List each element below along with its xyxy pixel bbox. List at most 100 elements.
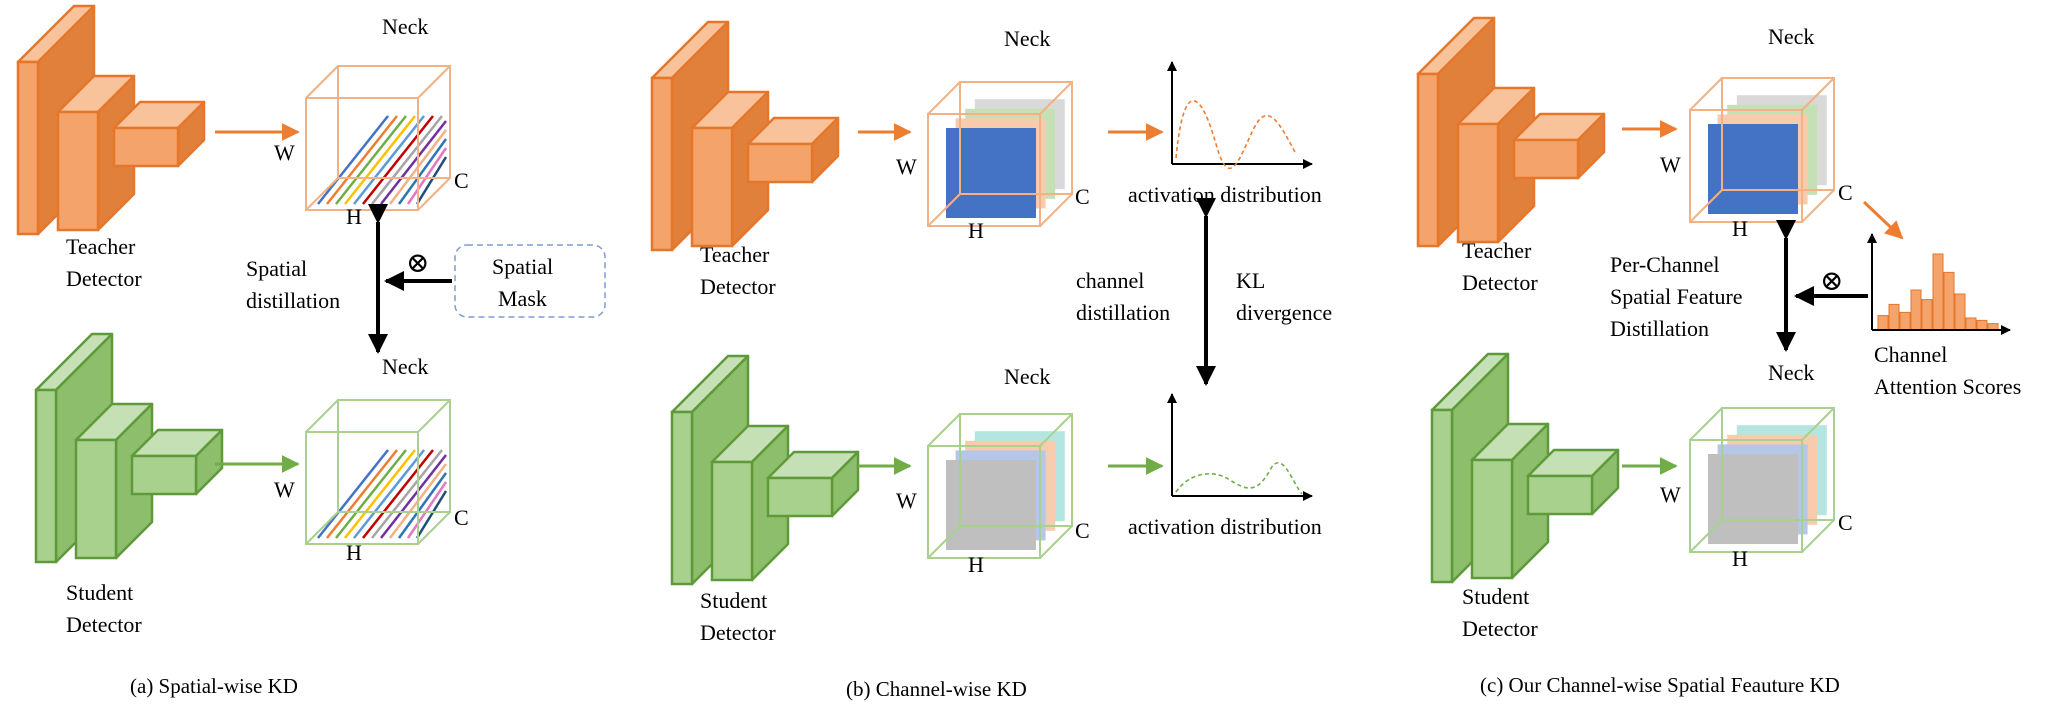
activation-label: activation distribution [1128, 182, 1322, 207]
attention-label-line2: Attention Scores [1874, 374, 2021, 399]
mask-label-line1: Spatial [492, 254, 553, 279]
teacher-detector-c [1416, 16, 1606, 248]
cube-edge [1689, 519, 1723, 553]
student-detector-b [670, 354, 860, 586]
kl-label-line2: divergence [1236, 300, 1332, 325]
detector-block-small-front [130, 454, 198, 496]
cube-edge [417, 399, 451, 433]
detector-block-large-front [1416, 72, 1440, 248]
cube-edge [927, 525, 961, 559]
cube-edge [1039, 525, 1073, 559]
caption-b: (b) Channel-wise KD [846, 677, 1027, 701]
cube-edge [417, 511, 451, 545]
neck-label: Neck [1004, 364, 1050, 389]
dim-w-label: W [274, 140, 295, 165]
neck-label: Neck [1768, 360, 1814, 385]
feature-stripe [371, 449, 443, 539]
feature-stripe [397, 138, 448, 205]
feature-stripe [406, 147, 448, 205]
teacher-label-line2: Detector [1462, 270, 1538, 295]
spatial-mask-box [454, 244, 606, 318]
feature-stripe [353, 115, 425, 205]
feature-stripe [415, 156, 448, 205]
dim-h-label: H [968, 218, 984, 243]
cube-back-face [337, 399, 451, 513]
student-label-line2: Detector [700, 620, 776, 645]
attention-bar [1910, 289, 1922, 331]
caption-c: (c) Our Channel-wise Spatial Feauture KD [1480, 673, 1840, 697]
teacher-neck-c [1689, 77, 1835, 223]
detector-block-large-front [650, 76, 674, 252]
otimes-icon: ⊗ [1820, 266, 1843, 297]
feature-stripe [362, 449, 434, 539]
detector-block-large-front [16, 60, 40, 236]
feature-stripe [371, 115, 443, 205]
attention-bar [1888, 303, 1900, 331]
dim-w-label: W [896, 488, 917, 513]
student-label-line2: Detector [1462, 616, 1538, 641]
cube-edge [305, 511, 339, 545]
student-label-line1: Student [66, 580, 133, 605]
detector-block-small-front [1526, 474, 1594, 516]
dim-c-label: C [1075, 518, 1090, 543]
panel-a: Neck W C H Teacher Detector Spatial dist… [16, 4, 606, 698]
cube-front-face [927, 113, 1041, 227]
cube-front-face [927, 445, 1041, 559]
feature-stripe [317, 115, 389, 205]
detector-block-medium-front [1456, 122, 1500, 244]
feature-stripe [335, 449, 407, 539]
teacher-label-line1: Teacher [66, 234, 136, 259]
distill-label-line2: distillation [246, 288, 340, 313]
distill-label-line1: channel [1076, 268, 1144, 293]
neck-label: Neck [1004, 26, 1050, 51]
student-label-line2: Detector [66, 612, 142, 637]
dim-c-label: C [1075, 184, 1090, 209]
feature-stripe [380, 120, 447, 205]
attention-bar [1943, 271, 1955, 331]
feature-stripe [326, 449, 398, 539]
activation-curve [1175, 100, 1297, 170]
detector-block-medium-front [74, 438, 118, 560]
neck-label: Neck [382, 354, 428, 379]
cube-back-face [1721, 407, 1835, 521]
detector-block-small-front [1512, 138, 1580, 180]
dim-c-label: C [454, 505, 469, 530]
cube-edge [417, 65, 451, 99]
dim-w-label: W [1660, 482, 1681, 507]
attention-label-line1: Channel [1874, 342, 1947, 367]
student-detector-c [1430, 352, 1620, 584]
distill-label-line2: Spatial Feature [1610, 284, 1743, 309]
dim-h-label: H [1732, 216, 1748, 241]
teacher-label-line1: Teacher [700, 242, 770, 267]
cube-edge [1689, 407, 1723, 441]
teacher-detector-a [16, 4, 206, 236]
attention-bar [1954, 293, 1966, 331]
activation-curve [1175, 461, 1303, 495]
detector-block-large-front [34, 388, 58, 564]
cube-back-face [1721, 77, 1835, 191]
cube-edge [1039, 193, 1073, 227]
detector-block-medium-front [710, 460, 754, 582]
cube-front-face [1689, 109, 1803, 223]
dim-c-label: C [1838, 510, 1853, 535]
feature-stripe [344, 115, 416, 205]
teacher-neck-a [305, 65, 451, 211]
feature-stripe [397, 472, 448, 539]
activation-plot-top [1167, 61, 1313, 170]
cube-edge [927, 193, 961, 227]
student-neck-a [305, 399, 451, 545]
cube-edge [1801, 77, 1835, 111]
dim-h-label: H [346, 204, 362, 229]
attention-histogram [1867, 233, 2011, 335]
feature-stripe [415, 490, 448, 539]
student-label-line1: Student [1462, 584, 1529, 609]
feature-stripe [326, 115, 398, 205]
cube-edge [1039, 413, 1073, 447]
detector-block-large-front [670, 410, 694, 586]
cube-edge [417, 177, 451, 211]
dim-w-label: W [896, 154, 917, 179]
mask-label-line2: Mask [498, 286, 547, 311]
cube-edge [305, 177, 339, 211]
caption-a: (a) Spatial-wise KD [130, 674, 298, 698]
